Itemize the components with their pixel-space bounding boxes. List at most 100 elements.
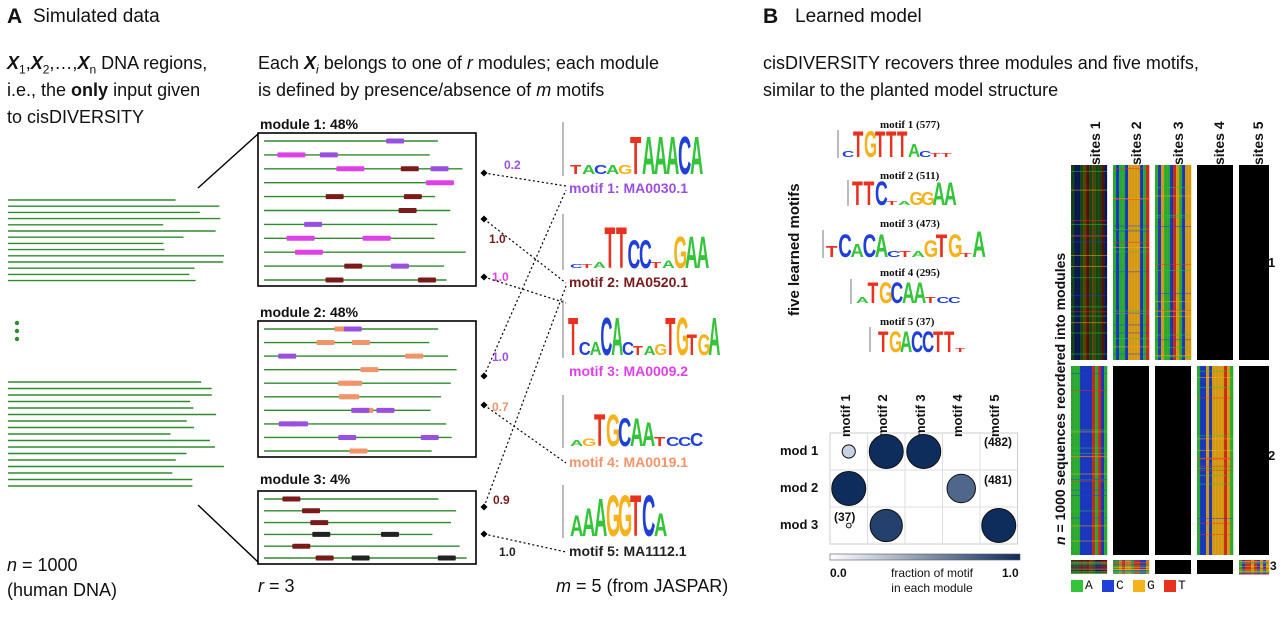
module-box [257,490,477,565]
module-number: 3 [1270,559,1277,573]
heatmap-cell [1155,165,1192,360]
heatmap-noise [1155,339,1191,341]
logo-letter: C [678,127,691,186]
logo-letter: G [921,189,935,210]
motif-site [351,340,370,346]
logo-letter: T [868,278,879,311]
logo-letter: T [886,125,897,166]
heatmap-stripe [1257,560,1261,574]
logo-letter: A [570,439,583,448]
logo-letter: G [674,228,688,278]
heatmap-noise [1113,346,1149,348]
heatmap-bg [1239,366,1269,555]
heatmap-noise [1155,214,1191,216]
motif-site [351,555,370,561]
heatmap-noise [1155,301,1191,303]
heatmap-noise [1071,171,1107,173]
heatmap-stripe [1101,165,1105,360]
legend-label-g: G [1147,578,1155,593]
motif-site [386,138,405,144]
motif-site [437,555,456,561]
motif-site [343,326,362,332]
logo-letter: A [900,326,912,359]
heatmap-noise [1113,353,1149,355]
heatmap-noise [1113,247,1149,248]
heatmap-stripe [1116,560,1120,574]
heatmap-noise [1197,534,1233,535]
connection-node [480,273,488,281]
learned-motif-1-label: motif 1 (577) [880,119,940,131]
motif-site [292,543,311,549]
logo-letter: C [887,250,901,259]
heatmap-stripe [1146,560,1150,574]
heatmap-stripe [1203,366,1207,555]
motif-site [418,277,437,283]
motif-site [277,152,306,158]
logo-letter: A [662,259,675,271]
logo-letter: A [570,511,584,543]
heatmap-bg [1113,366,1149,555]
heatmap-noise [1071,277,1107,279]
logo-letter: A [654,127,667,186]
colorbar-label-2: in each module [891,581,973,595]
logo-letter: A [582,500,595,545]
motif-site [325,277,344,283]
heatmap-noise [1071,266,1107,267]
module-3-label: module 3: 4% [260,471,351,487]
heatmap-noise [1155,187,1191,188]
legend-swatch-g [1133,580,1145,592]
heatmap-noise [1197,438,1233,440]
heatmap-noise [1113,167,1149,169]
heatmap-noise [1113,565,1149,567]
logo-letter: T [878,326,889,359]
logo-letter: G [606,485,620,550]
connection-line [483,285,567,508]
heatmap-noise [1113,332,1149,334]
learned-motif-5-label: motif 5 (37) [880,316,935,328]
heatmap-stripe [1092,366,1096,555]
heatmap-noise [1071,566,1107,568]
heatmap-stripe [1086,165,1090,360]
motif-site [338,380,357,386]
heatmap-noise [1113,199,1149,201]
matrix-row-label: mod 3 [780,517,819,532]
heatmap-noise [1155,226,1191,227]
heatmap-noise [1071,561,1107,562]
heatmap-noise [1071,455,1107,457]
motif-2-label: motif 2: MA0520.1 [569,274,689,290]
logo-letter: G [864,125,877,166]
logo-letter: G [698,329,711,362]
heatmap-cell [1071,165,1108,360]
heatmap-noise [1197,450,1233,452]
legend-label-a: A [1085,578,1093,593]
logo-letter: T [944,326,955,359]
heatmap-noise [1197,469,1233,471]
heatmap-noise [1197,474,1233,476]
logo-letter: G [618,485,632,550]
heatmap-noise [1071,564,1107,566]
heatmap-noise [1197,458,1233,460]
heatmap-noise [1071,473,1107,475]
heatmap-noise [1113,562,1149,564]
heatmap-stripe [1161,165,1165,360]
logo-letter: C [919,150,932,159]
panel-b-title: Learned model [795,6,922,27]
motif-site [376,407,395,413]
module-box [257,132,477,287]
ellipsis-dot [14,320,20,326]
heatmap-stripe [1083,366,1087,555]
motif-site [405,353,424,359]
motif-site [349,448,368,454]
heatmap-cell [1239,560,1270,575]
heatmap-stripe [1242,560,1246,574]
logo-letter: C [600,308,612,367]
heatmap-stripe [1098,366,1102,555]
logo-letter: T [594,407,605,457]
motif-site [282,496,301,502]
heatmap-stripe [1083,165,1087,360]
matrix-frame [829,432,1018,545]
heatmap-noise [1071,495,1107,496]
heatmap-stripe [1182,165,1186,360]
